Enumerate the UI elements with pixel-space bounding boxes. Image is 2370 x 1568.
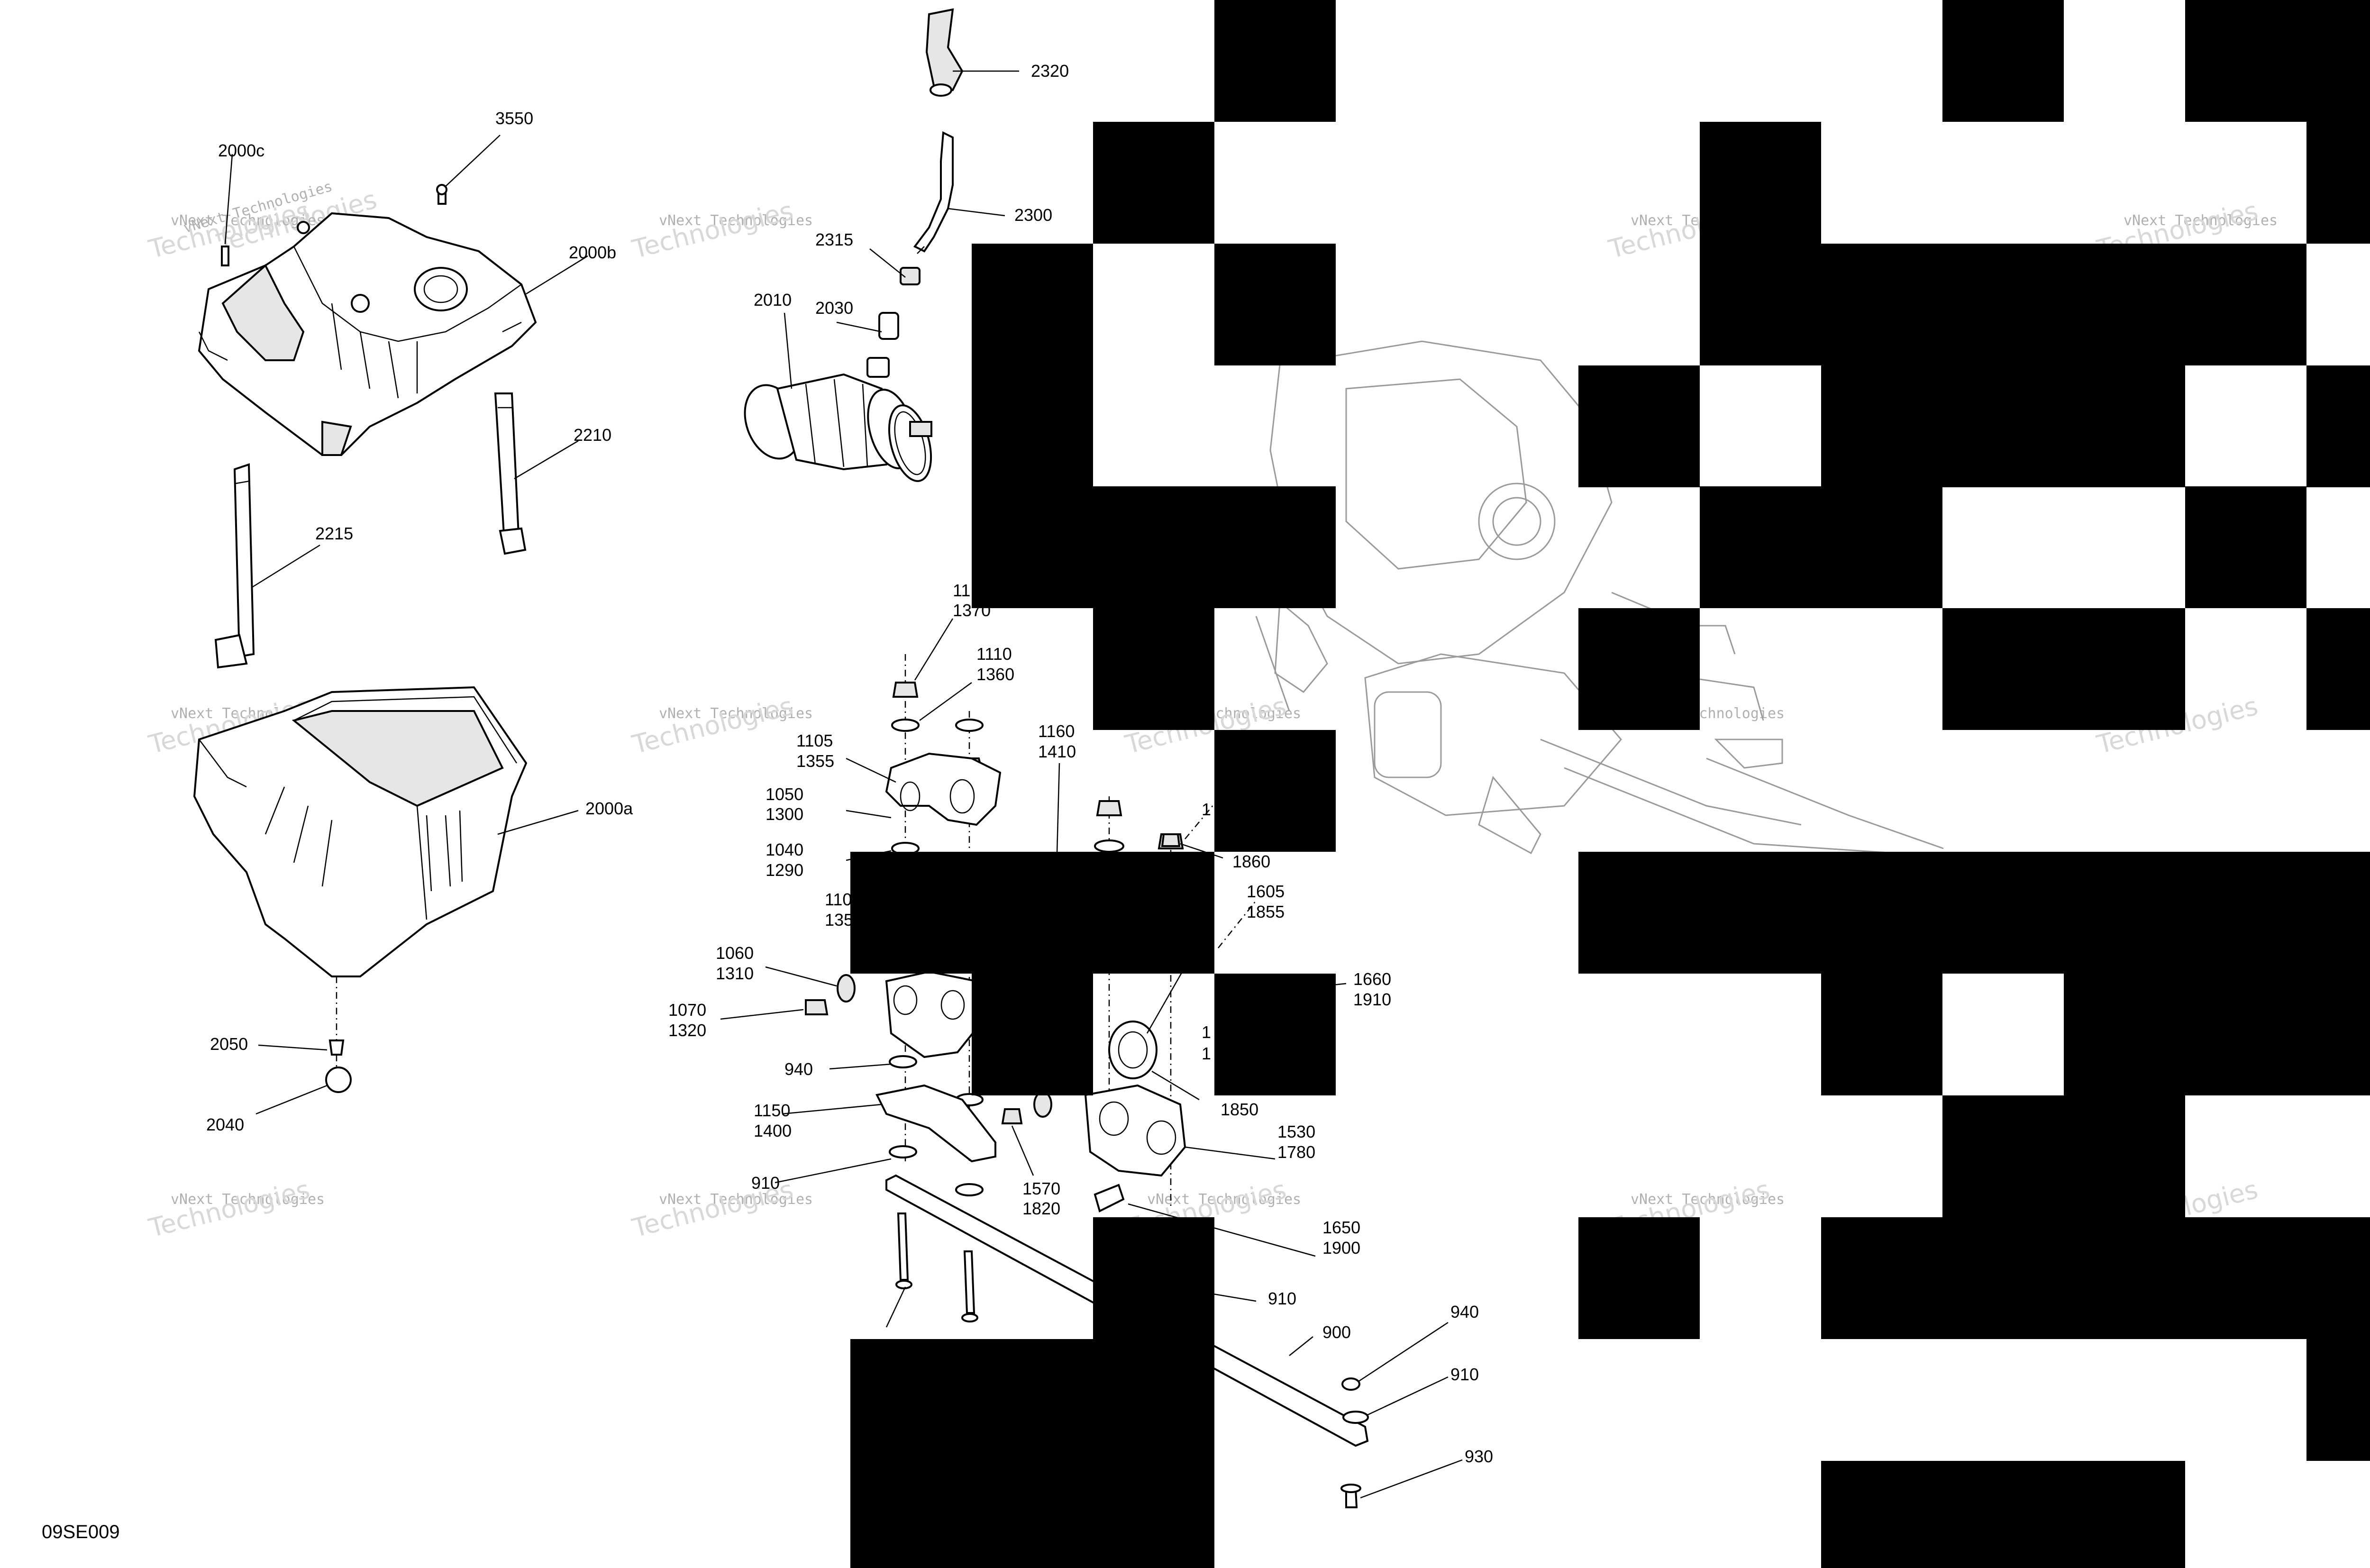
figure-code: 09SE009 <box>42 1522 120 1542</box>
callout-label: 1160 <box>1038 721 1075 741</box>
callout-label: 1 <box>1202 1022 1211 1042</box>
callout-label: 2315 <box>815 230 853 249</box>
callout-label: 1 <box>1202 800 1211 819</box>
watermark-text: vNext Technologies <box>659 705 813 722</box>
fitting-part <box>866 267 921 378</box>
callout-label: 1780 <box>1277 1142 1315 1162</box>
watermark-text: vNext Technologies <box>659 212 813 229</box>
leader-lines <box>224 70 1463 1499</box>
breather-tube-part <box>913 131 954 254</box>
callout-label: 2215 <box>315 524 353 543</box>
watermark-text: vNext Technologies <box>1631 1191 1785 1208</box>
air-box-base-part <box>193 686 528 977</box>
watermark-text: Technologies <box>146 1175 313 1243</box>
callout-label: 2010 <box>754 290 792 310</box>
watermark-text: vNext Technologies <box>659 1191 813 1208</box>
callout-label: 1855 <box>1247 902 1285 921</box>
callout-label: 1290 <box>766 860 803 880</box>
callout-label: 930 <box>1465 1447 1493 1466</box>
callout-label: 2000b <box>569 243 616 262</box>
callout-label: 1050 <box>766 784 803 804</box>
callout-label: 135 <box>825 910 853 930</box>
callout-labels: 3550 2000c 2000b 2210 2215 2000a 2050 20… <box>206 61 1493 1466</box>
redaction-blocks <box>850 0 2370 1568</box>
clip-part <box>221 246 229 266</box>
callout-label: 1105 <box>796 731 833 750</box>
callout-label: 1300 <box>766 804 803 824</box>
callout-label: 2050 <box>210 1034 248 1054</box>
hose-clamp-part <box>888 404 932 482</box>
callout-label: 2040 <box>206 1115 244 1134</box>
callout-label: 3550 <box>495 109 533 128</box>
callout-label: 110 <box>825 890 852 909</box>
drain-plug-part <box>325 976 352 1093</box>
callout-label: 940 <box>784 1059 813 1079</box>
callout-label: 1410 <box>1038 742 1076 761</box>
strap-part <box>494 392 527 555</box>
callout-label: 1900 <box>1322 1238 1360 1258</box>
callout-label: 2300 <box>1014 205 1052 225</box>
callout-label: 2030 <box>815 298 853 318</box>
callout-label: 1850 <box>1221 1100 1258 1119</box>
callout-label: 2210 <box>574 425 611 445</box>
screw-part <box>436 184 447 205</box>
callout-label: 1530 <box>1277 1122 1315 1141</box>
callout-label: 1320 <box>668 1021 706 1040</box>
watermark-text: vNext Technologies <box>1147 1191 1301 1208</box>
watermark-text: Technologies <box>629 196 796 264</box>
callout-label: 1355 <box>796 751 834 771</box>
callout-label: 1310 <box>716 964 754 983</box>
callout-label: 910 <box>1450 1365 1479 1384</box>
callout-label: 1150 <box>754 1101 790 1120</box>
callout-label: 910 <box>1268 1289 1296 1308</box>
callout-label: 1910 <box>1353 990 1391 1009</box>
air-box-cover-part <box>198 212 537 456</box>
callout-label: 910 <box>751 1173 780 1193</box>
callout-label: 940 <box>1450 1302 1479 1322</box>
callout-label: 1 <box>1202 1044 1211 1063</box>
callout-label: 1060 <box>716 943 754 963</box>
callout-label: 1070 <box>668 1000 706 1020</box>
callout-label: 1570 <box>1022 1179 1060 1198</box>
callout-label: 2000a <box>585 799 633 818</box>
vent-hose-part <box>925 8 964 97</box>
strap-part <box>214 463 255 669</box>
callout-label: 1400 <box>754 1121 792 1140</box>
callout-label: 2000c <box>218 141 264 160</box>
watermark-text: vNext Technologies <box>171 1191 325 1208</box>
watermark-text: vNext Technologies <box>2124 212 2278 229</box>
callout-label: 1040 <box>766 840 803 859</box>
callout-label: 1360 <box>976 665 1014 684</box>
callout-label: 1660 <box>1353 969 1391 989</box>
callout-label: 1650 <box>1322 1218 1360 1237</box>
callout-label: 2320 <box>1031 61 1069 81</box>
callout-label: 1820 <box>1022 1199 1060 1218</box>
callout-label: 1110 <box>976 644 1012 664</box>
watermark-text: Technologies <box>629 691 796 760</box>
callout-label: 900 <box>1322 1322 1351 1342</box>
callout-label: 1860 <box>1232 852 1270 871</box>
callout-label: 1605 <box>1247 882 1285 901</box>
callout-label: 11 <box>953 581 970 600</box>
